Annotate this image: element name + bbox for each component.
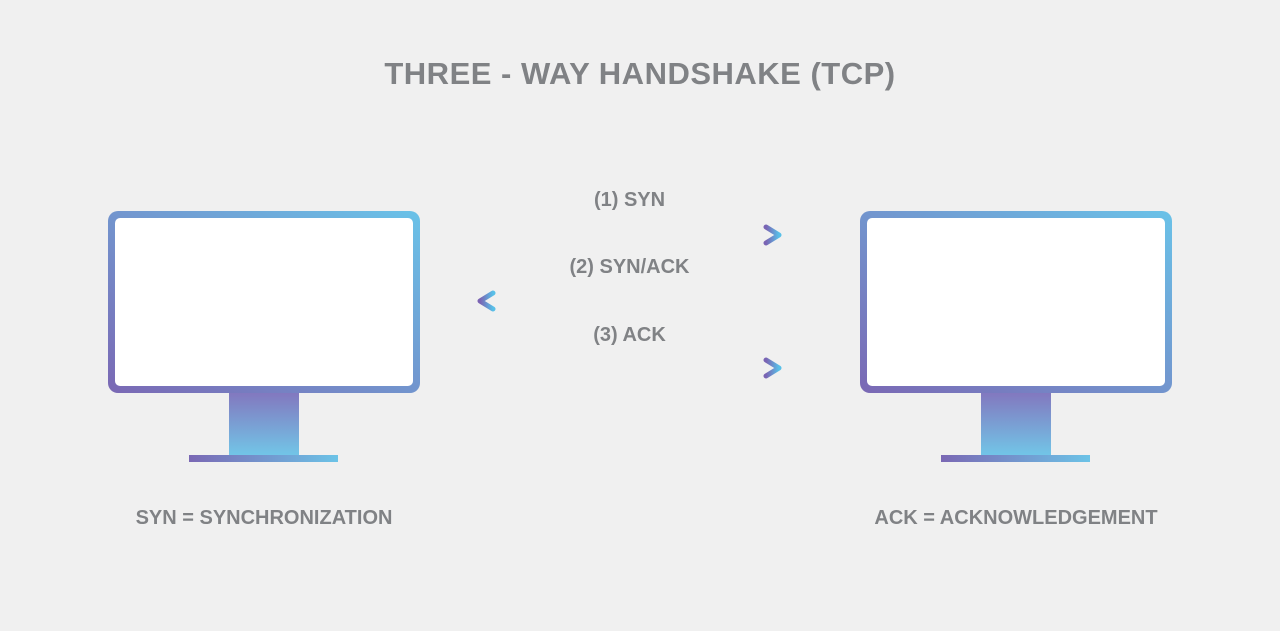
syn-arrow-right-icon [477,224,782,246]
monitor-frame [860,211,1172,393]
monitor-base [941,455,1090,462]
server-computer-icon [860,211,1172,462]
syn-ack-label: (2) SYN/ACK [569,256,690,278]
ack-label: (3) ACK [593,324,666,346]
ack-definition: ACK = ACKNOWLEDGEMENT [874,507,1158,529]
syn-label: (1) SYN [593,189,666,211]
monitor-frame [108,211,420,393]
diagram-title: THREE - WAY HANDSHAKE (TCP) [384,56,896,91]
monitor-stand [981,393,1051,455]
monitor-base [189,455,338,462]
monitor-screen [867,218,1165,386]
syn-ack-arrow-left-icon [477,290,782,312]
syn-definition: SYN = SYNCHRONIZATION [135,507,393,529]
client-computer-icon [108,211,420,462]
ack-arrow-right-icon [477,357,782,379]
monitor-stand [229,393,299,455]
monitor-screen [115,218,413,386]
